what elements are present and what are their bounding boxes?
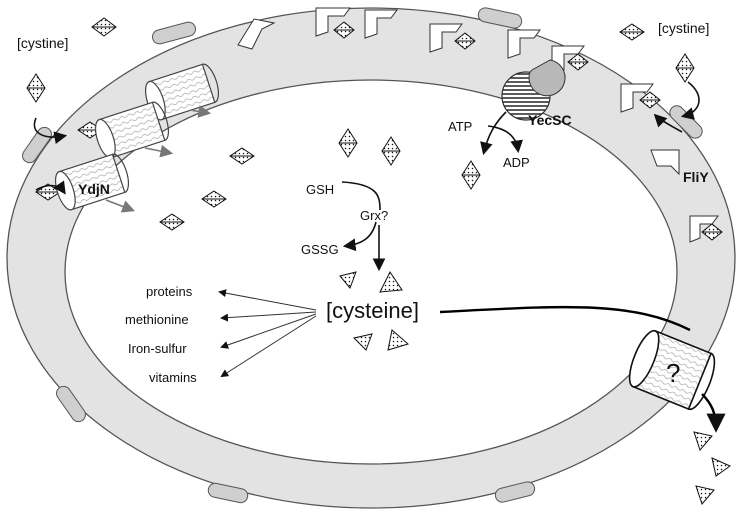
porin — [207, 482, 249, 504]
cystine-molecule — [26, 73, 46, 103]
fliy-protein — [237, 18, 276, 50]
cystine-molecule — [159, 213, 185, 231]
unknown-exporter-label: ? — [666, 358, 680, 388]
ydjn-transporter — [94, 101, 170, 159]
cysteine-molecule — [387, 329, 410, 351]
fliy-protein — [315, 7, 351, 37]
cystine-molecule — [454, 32, 476, 50]
cysteine-molecule — [711, 457, 732, 477]
cystine-molecule — [229, 147, 255, 165]
fate-proteins-label: proteins — [146, 284, 193, 299]
yecsc-label: YecSC — [528, 112, 572, 128]
fliy-label: FliY — [683, 169, 709, 185]
ydjn-label: YdjN — [78, 181, 110, 197]
porin — [494, 481, 536, 503]
porin — [477, 7, 523, 29]
cell-envelope — [6, 7, 736, 509]
grx-label: Grx? — [360, 208, 388, 223]
unknown-exporter — [439, 305, 726, 433]
labels: [cystine] [cystine] YdjN YecSC FliY ATP … — [17, 20, 709, 388]
cystine-molecule — [639, 91, 661, 109]
adp-label: ADP — [503, 155, 530, 170]
cysteine-label: [cysteine] — [326, 298, 419, 323]
cysteine-molecule — [339, 271, 357, 289]
cystine-molecule — [201, 190, 227, 208]
fate-vitamins-label: vitamins — [149, 370, 197, 385]
fate-iron-sulfur-label: Iron-sulfur — [128, 341, 187, 356]
fliy-protein — [650, 149, 680, 176]
cysteine-molecule — [695, 485, 715, 505]
fliy-protein — [507, 29, 541, 59]
cystine-molecule — [381, 136, 401, 166]
cystine-molecule — [338, 128, 358, 158]
porin — [56, 385, 86, 423]
fliy-protein — [689, 215, 719, 243]
fliy-binding-proteins — [237, 7, 719, 243]
yecsc-transporter — [480, 59, 566, 156]
cystine-molecule — [91, 17, 117, 37]
cystine-molecule — [619, 23, 645, 41]
fliy-protein — [364, 9, 398, 39]
fate-methionine-label: methionine — [125, 312, 189, 327]
cystine-molecule — [333, 21, 355, 39]
fate-arrows — [218, 289, 317, 378]
fliy-protein — [620, 83, 654, 113]
cysteine-molecules — [339, 271, 732, 505]
ydjn-transport-arrows — [105, 105, 212, 213]
cystine-molecule — [461, 160, 481, 190]
cystine-molecule — [675, 53, 695, 83]
cysteine-molecule — [353, 333, 373, 351]
cystine-outside-left-label: [cystine] — [17, 35, 68, 51]
grx-reduction — [341, 181, 386, 272]
fliy-protein — [429, 23, 463, 53]
cystine-molecule — [567, 53, 589, 71]
yecsc-binding-domain — [528, 59, 566, 97]
cystine-outside-right-label: [cystine] — [658, 20, 709, 36]
cysteine-molecule — [379, 271, 403, 293]
gssg-label: GSSG — [301, 242, 339, 257]
cystine-uptake-arrows — [33, 81, 700, 195]
porin — [152, 21, 196, 45]
cystine-molecule — [701, 223, 723, 241]
inner-membrane — [64, 79, 678, 465]
atp-label: ATP — [448, 119, 472, 134]
gsh-label: GSH — [306, 182, 334, 197]
cysteine-molecule — [693, 431, 713, 451]
